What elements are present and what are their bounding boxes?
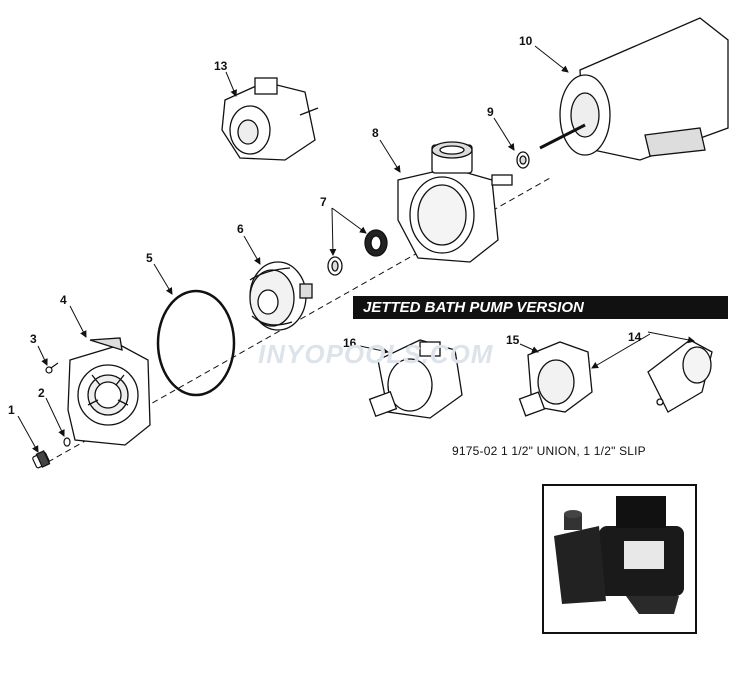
slinger-icon bbox=[516, 151, 530, 169]
volute-icon bbox=[397, 141, 513, 263]
callout-13: 13 bbox=[214, 59, 228, 73]
screw-icon bbox=[45, 362, 59, 374]
o-ring-icon bbox=[63, 437, 71, 447]
callout-5: 5 bbox=[146, 251, 153, 265]
callout-14: 14 bbox=[628, 330, 642, 344]
jetted-bath-banner: JETTED BATH PUMP VERSION bbox=[353, 296, 728, 319]
callout-3: 3 bbox=[30, 332, 37, 346]
pump-photo bbox=[542, 484, 697, 634]
callout-15: 15 bbox=[506, 333, 520, 347]
drain-plug-icon bbox=[32, 450, 51, 469]
trim-plate-icon bbox=[647, 339, 713, 413]
wet-end-icon bbox=[221, 77, 319, 161]
callout-4: 4 bbox=[60, 293, 67, 307]
pump-photo-graphic bbox=[554, 496, 684, 614]
motor-icon bbox=[539, 17, 729, 161]
faceplate-icon bbox=[67, 337, 151, 446]
jetted-volute-icon bbox=[518, 341, 593, 417]
callout-16: 16 bbox=[343, 336, 357, 350]
callout-9: 9 bbox=[487, 105, 494, 119]
gasket-icon bbox=[156, 289, 236, 397]
watermark: INYOPOOLS.COM bbox=[258, 339, 494, 369]
callout-7: 7 bbox=[320, 195, 327, 209]
impeller-icon bbox=[249, 261, 313, 331]
callout-2: 2 bbox=[38, 386, 45, 400]
jetted-volute-icon bbox=[368, 339, 463, 419]
callout-8: 8 bbox=[372, 126, 379, 140]
callout-6: 6 bbox=[237, 222, 244, 236]
callout-10: 10 bbox=[519, 34, 533, 48]
callout-1: 1 bbox=[8, 403, 15, 417]
model-caption: 9175-02 1 1/2" UNION, 1 1/2" SLIP bbox=[452, 444, 646, 458]
leader-lines bbox=[17, 45, 695, 453]
seal-icon bbox=[327, 229, 388, 276]
